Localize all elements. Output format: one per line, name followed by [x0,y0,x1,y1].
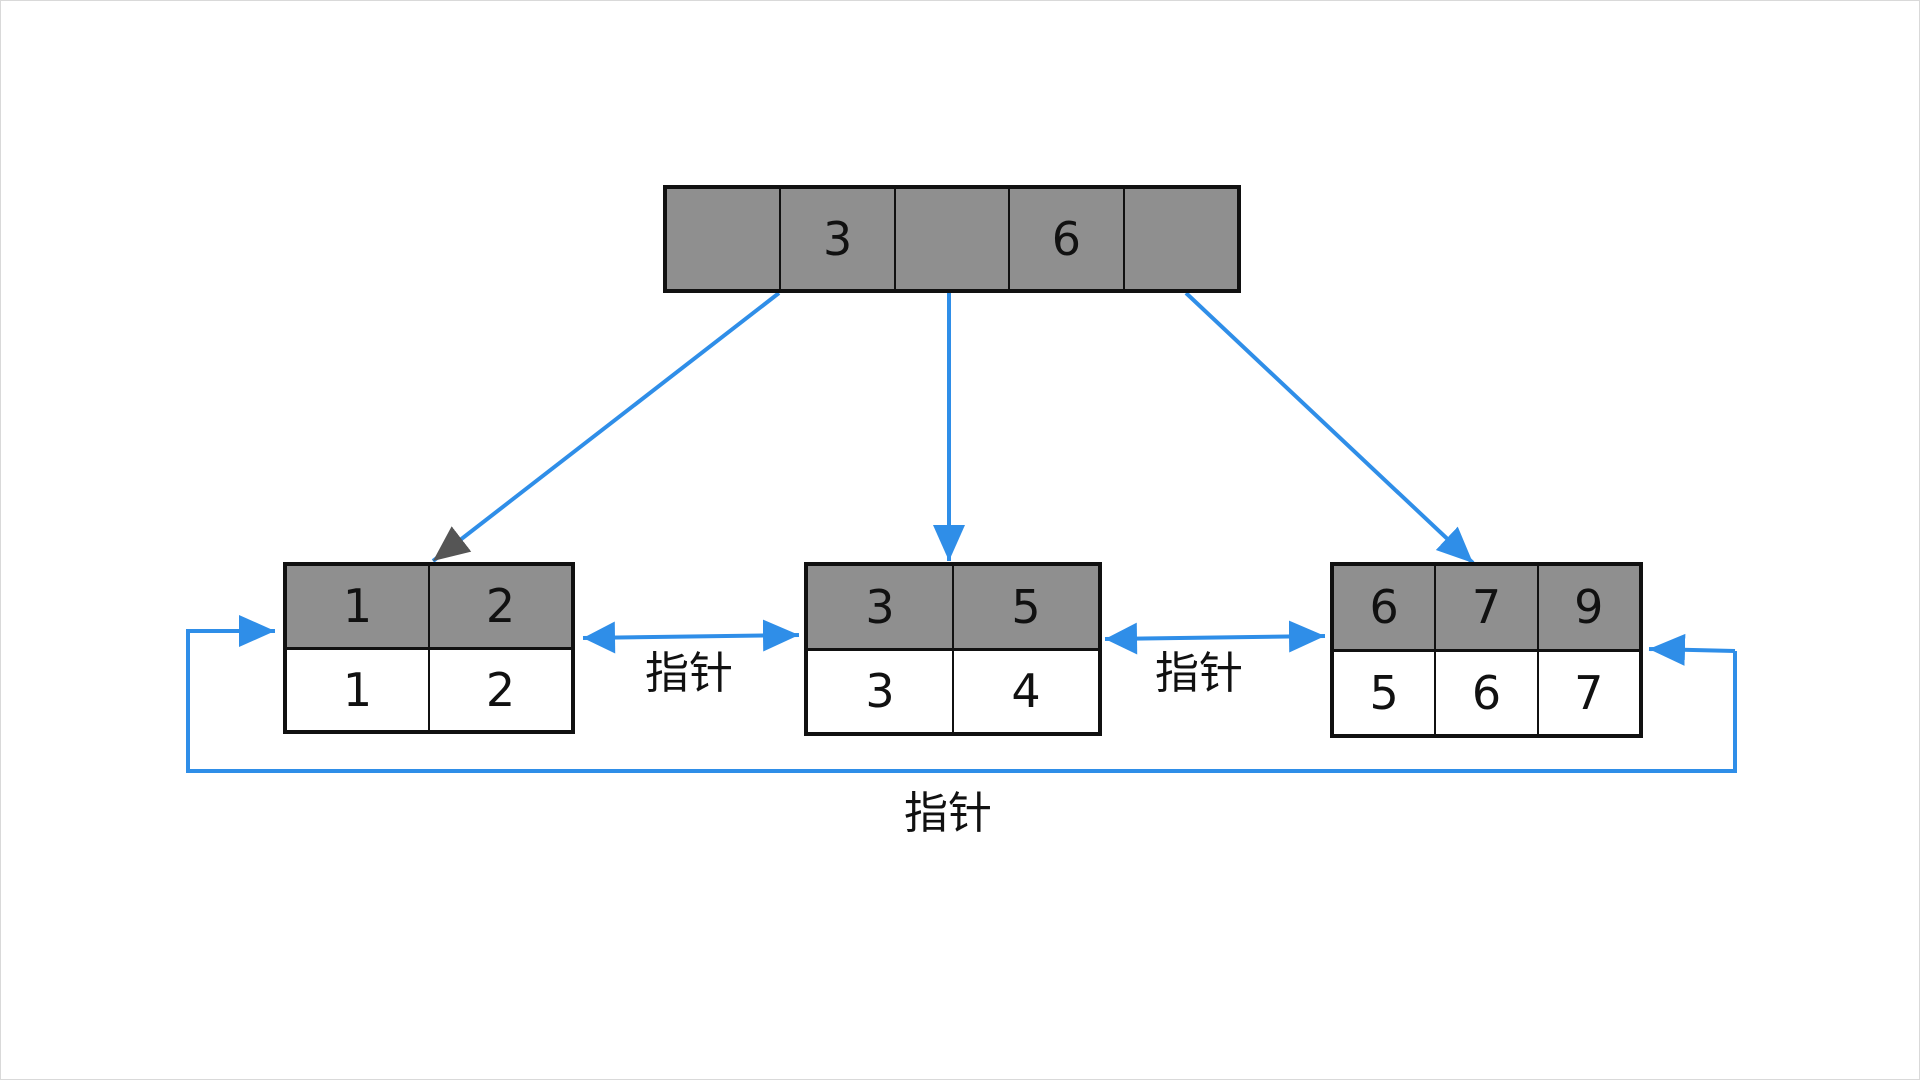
root-cell [1122,189,1238,289]
root-key-row: 3 6 [667,189,1238,289]
root-cell: 6 [1008,189,1123,289]
pointer-label-1-2: 指针 [645,648,733,699]
leaf-node-1: 1 2 1 2 [283,562,575,734]
leaf-key-cell: 6 [1334,566,1435,649]
leaf-value-cell: 4 [952,650,1098,732]
leaf-key-cell: 5 [952,566,1098,648]
root-cell: 3 [779,189,894,289]
root-cell [893,189,1009,289]
leaf-2-3-link-arrow [1104,620,1326,655]
leaf-key-cell: 9 [1536,566,1639,649]
leaf-key-cell: 1 [287,566,428,647]
leaf-value-cell: 7 [1536,651,1639,734]
loop-end-arrow [1648,633,1736,666]
leaf-key-cell: 3 [808,566,952,648]
root-to-leaf-1-arrow [431,291,781,563]
pointer-label-2-3: 指针 [1155,648,1243,699]
leaf-1-key-row: 1 2 [287,566,571,647]
leaf-1-2-link-arrow [582,619,800,654]
leaf-value-cell: 2 [428,649,571,730]
pointer-label-loop: 指针 [904,788,992,839]
leaf-key-cell: 2 [428,566,571,647]
leaf-2-key-row: 3 5 [808,566,1098,648]
leaf-3-to-leaf-1-loop-arrow [186,615,1737,773]
leaf-value-cell: 1 [342,662,373,717]
leaf-3-value-row: 5 6 7 [1334,648,1639,734]
root-cell [667,189,780,289]
root-node: 3 6 [663,185,1241,293]
leaf-3-key-row: 6 7 9 [1334,566,1639,649]
leaf-value-cell: 6 [1434,651,1536,734]
leaf-key-cell: 7 [1434,566,1537,649]
leaf-1-value-row: 1 2 [287,646,571,730]
leaf-2-value-row: 3 4 [808,647,1098,732]
leaf-value-cell: 5 [1369,665,1399,720]
leaf-node-3: 6 7 9 5 6 7 [1330,562,1643,738]
leaf-node-2: 3 5 3 4 [804,562,1102,736]
leaf-value-cell: 3 [865,664,895,719]
root-to-leaf-3-arrow [1184,291,1475,565]
